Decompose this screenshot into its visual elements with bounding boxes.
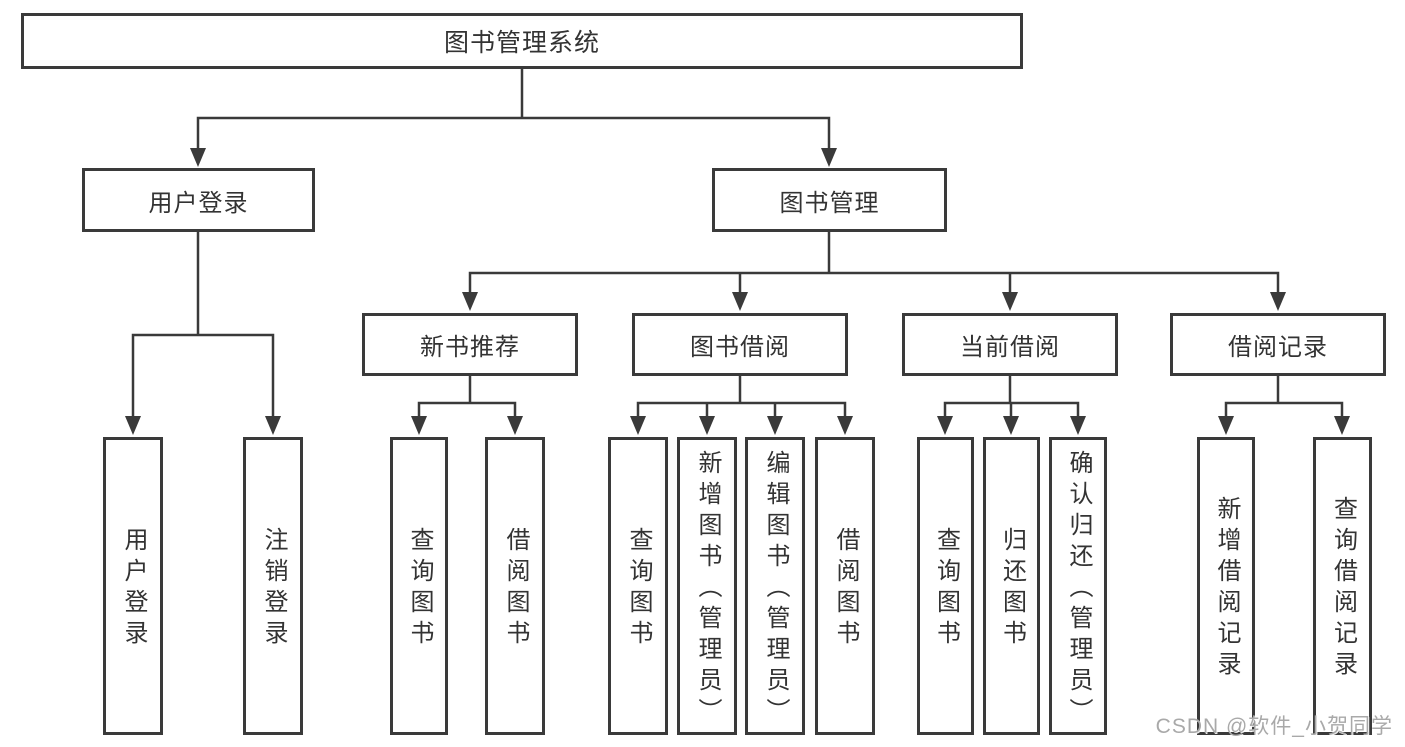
leaf-borrow-books-recommend: 借阅图书 — [485, 437, 545, 735]
leaf-user-login: 用户登录 — [103, 437, 163, 735]
leaf-add-borrow-record: 新增借阅记录 — [1197, 437, 1255, 735]
current-borrow-connector — [943, 376, 1080, 417]
user-login-connector — [131, 232, 275, 417]
node-user-login: 用户登录 — [82, 168, 315, 232]
node-book-borrowing: 图书借阅 — [632, 313, 848, 376]
csdn-watermark: CSDN @软件_小贺同学 — [1155, 715, 1393, 738]
node-borrowing-records: 借阅记录 — [1170, 313, 1386, 376]
arrowhead — [837, 416, 853, 435]
arrowhead — [190, 148, 206, 167]
arrowhead — [411, 416, 427, 435]
leaf-query-borrow-record: 查询借阅记录 — [1313, 437, 1372, 735]
arrowhead — [937, 416, 953, 435]
leaf-query-books-recommend: 查询图书 — [390, 437, 448, 735]
node-book-management: 图书管理 — [712, 168, 947, 232]
arrowhead — [1003, 416, 1019, 435]
borrow-record-connector — [1224, 376, 1344, 417]
arrowhead — [821, 148, 837, 167]
leaf-edit-books-admin: 编辑图书（管理员） — [745, 437, 805, 735]
book-borrow-connector — [636, 376, 847, 417]
leaf-logout: 注销登录 — [243, 437, 303, 735]
book-management-connector — [468, 232, 1280, 294]
arrowhead — [1070, 416, 1086, 435]
leaf-borrow-books-borrowing: 借阅图书 — [815, 437, 875, 735]
new-book-connector — [417, 376, 517, 417]
arrowhead — [1218, 416, 1234, 435]
arrowhead — [462, 292, 478, 311]
leaf-add-books-admin: 新增图书（管理员） — [677, 437, 737, 735]
leaf-query-books-current: 查询图书 — [917, 437, 974, 735]
arrowhead — [767, 416, 783, 435]
node-current-borrowing: 当前借阅 — [902, 313, 1118, 376]
arrowhead — [265, 416, 281, 435]
arrowhead — [1334, 416, 1350, 435]
node-new-book-recommendation: 新书推荐 — [362, 313, 578, 376]
root-connector — [196, 69, 831, 150]
arrowhead — [507, 416, 523, 435]
leaf-confirm-return-admin: 确认归还（管理员） — [1049, 437, 1107, 735]
leaf-query-books-borrowing: 查询图书 — [608, 437, 668, 735]
arrowhead — [630, 416, 646, 435]
arrowhead — [125, 416, 141, 435]
arrowhead — [1270, 292, 1286, 311]
arrowhead — [699, 416, 715, 435]
leaf-return-books: 归还图书 — [983, 437, 1040, 735]
arrowhead — [732, 292, 748, 311]
arrowhead — [1002, 292, 1018, 311]
node-root-system: 图书管理系统 — [21, 13, 1023, 69]
